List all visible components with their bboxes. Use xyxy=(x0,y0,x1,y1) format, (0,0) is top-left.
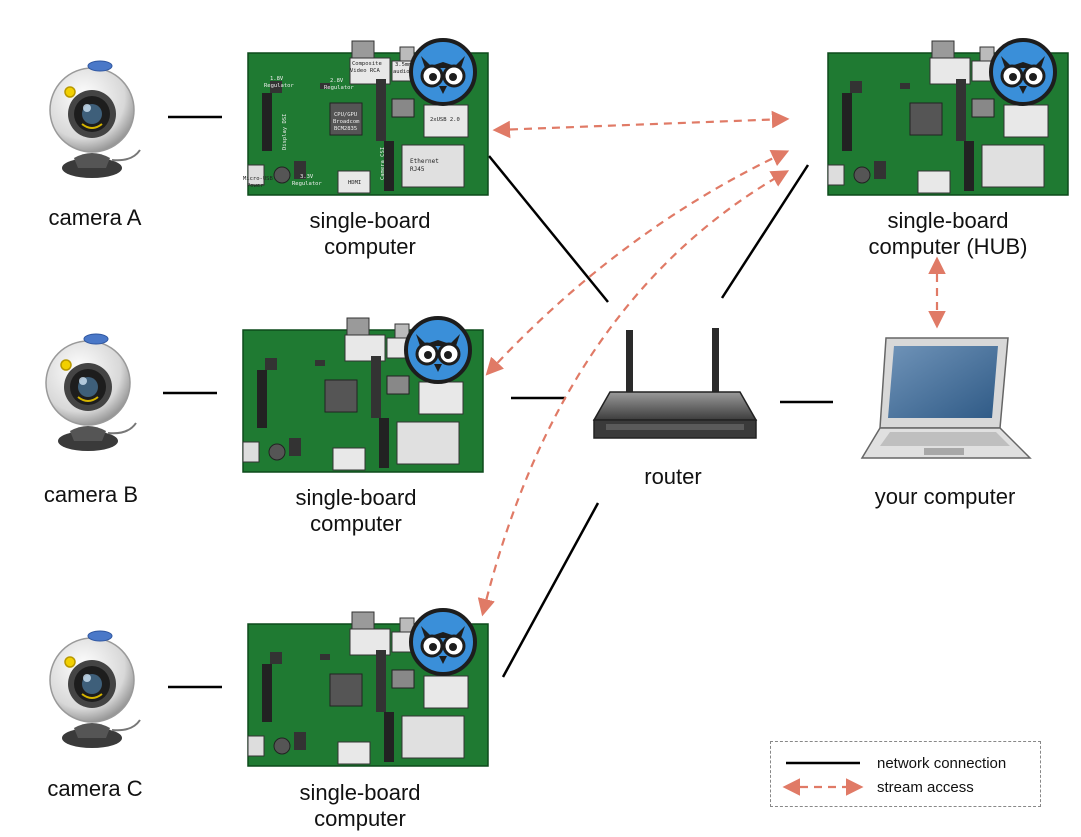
your-computer-label: your computer xyxy=(874,484,1016,509)
sbc-a-label-line1: single-board xyxy=(309,208,431,233)
link-sbc-a-router xyxy=(488,155,609,303)
sbc-a-board-labels: 1.8V Regulator 2.8V Regulator Composite … xyxy=(243,61,460,189)
board-label: Video RCA xyxy=(350,68,380,74)
legend: network connection stream access xyxy=(770,741,1041,807)
board-label: Power xyxy=(247,183,264,189)
hub-label-line2: computer (HUB) xyxy=(868,234,1028,259)
sbc-a-label-line2: computer xyxy=(324,234,416,259)
legend-network-label: network connection xyxy=(877,755,1007,772)
board-label: Broadcom xyxy=(333,119,360,125)
board-label: Display DSI xyxy=(282,114,288,150)
stream-sbc-c-hub xyxy=(477,170,790,617)
board-label: Regulator xyxy=(324,85,354,91)
legend-stream-label: stream access xyxy=(877,779,974,796)
camera-c-label: camera C xyxy=(47,776,143,801)
board-label: RJ45 xyxy=(410,166,425,173)
router-label: router xyxy=(644,464,702,489)
camera-a-label: camera A xyxy=(48,205,142,230)
sbc-b-label-line1: single-board xyxy=(295,485,417,510)
link-hub-router xyxy=(720,164,810,299)
camera-b-label: camera B xyxy=(43,482,139,507)
board-label: Camera CSI xyxy=(380,147,386,180)
webcam-icon xyxy=(49,60,141,179)
board-label: 3.5mm xyxy=(395,62,412,68)
owl-icon xyxy=(409,38,477,106)
sbc-b-label-line2: computer xyxy=(310,511,402,536)
board-label: Regulator xyxy=(292,181,322,187)
stream-sbc-b-hub xyxy=(485,150,790,376)
sbc-a-label: single-board computer xyxy=(275,208,465,260)
sbc-c-label-line2: computer xyxy=(314,806,406,831)
stream-sbc-a-hub xyxy=(492,110,790,139)
board-label: Regulator xyxy=(264,83,294,89)
owl-icon xyxy=(404,316,472,384)
board-label: HDMI xyxy=(348,180,361,186)
board-label: 3.3V xyxy=(300,174,314,180)
sbc-c-label: single-board computer xyxy=(265,780,455,832)
board-label: Micro-USB xyxy=(243,176,273,182)
board-label: CPU/GPU xyxy=(334,112,357,118)
board-label: BCM2835 xyxy=(334,126,357,132)
router-icon xyxy=(592,328,758,439)
board-label: audio xyxy=(393,69,410,75)
owl-icon xyxy=(989,38,1057,106)
board-label: 1.8V xyxy=(270,76,284,82)
board-label: Ethernet xyxy=(410,158,439,165)
hub-label-line1: single-board xyxy=(887,208,1009,233)
board-label: 2xUSB 2.0 xyxy=(430,117,460,123)
sbc-b-label: single-board computer xyxy=(261,485,451,537)
board-label: Composite xyxy=(352,61,382,67)
webcam-icon xyxy=(49,630,141,749)
hub-label: single-board computer (HUB) xyxy=(848,208,1048,260)
laptop-icon xyxy=(860,337,1032,459)
link-sbc-c-router xyxy=(501,502,600,678)
board-label: 2.8V xyxy=(330,78,344,84)
webcam-icon xyxy=(45,333,137,452)
stream-access-links xyxy=(477,110,946,617)
owl-icon xyxy=(409,608,477,676)
sbc-c-label-line1: single-board xyxy=(299,780,421,805)
